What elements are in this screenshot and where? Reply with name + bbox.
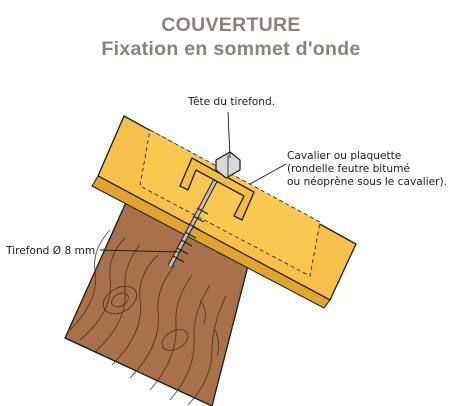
diagram-title-line2: Fixation en sommet d'onde [101, 38, 361, 60]
lag-screw [167, 166, 225, 268]
cap-label-line3: ou néoprène sous le cavalier). [287, 176, 448, 188]
cap-label-line1: Cavalier ou plaquette [287, 150, 402, 162]
roofing-sheet [91, 115, 357, 309]
screw-head-label: Tête du tirefond. [188, 96, 276, 108]
head-leader-line [227, 111, 231, 159]
cap-label-line2: (rondelle feutre bitumé [287, 163, 410, 175]
screw-leader-line [99, 249, 181, 253]
screw-label: Tirefond Ø 8 mm [6, 245, 96, 257]
cap-leader-line [249, 163, 287, 185]
diagram-title-line1: COUVERTURE [161, 14, 301, 36]
saddle-cap [179, 157, 255, 221]
